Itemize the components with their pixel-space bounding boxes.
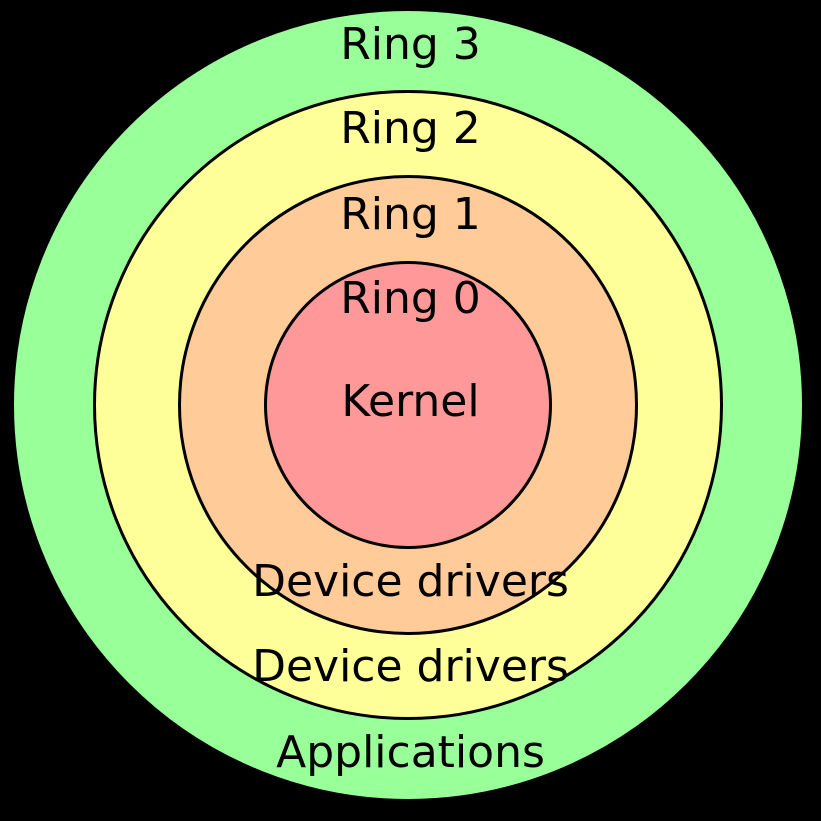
ring0-caption-kernel: Kernel [341, 376, 480, 427]
ring2-label: Ring 2 [340, 103, 481, 154]
ring3-caption-applications: Applications [276, 727, 545, 778]
ring1-label: Ring 1 [340, 189, 481, 240]
ring0-circle [264, 261, 552, 549]
ring0-label: Ring 0 [340, 273, 481, 324]
ring3-label: Ring 3 [340, 19, 481, 70]
ring2-caption-device-drivers: Device drivers [252, 641, 569, 692]
ring1-caption-device-drivers: Device drivers [252, 556, 569, 607]
